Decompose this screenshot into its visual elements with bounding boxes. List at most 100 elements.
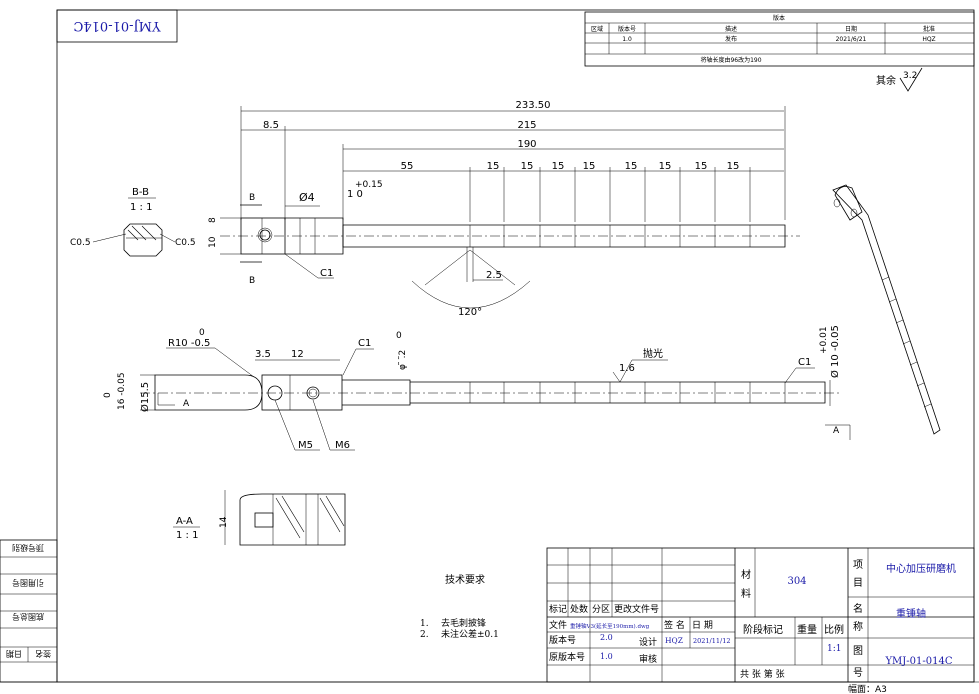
dim-m6: M6 (335, 440, 350, 451)
version-label: 版本号 (549, 634, 576, 646)
dim-c1-right: C1 (798, 357, 811, 368)
bb-c05-right: C0.5 (175, 238, 196, 248)
rev-description: 发布 (725, 35, 737, 43)
rev-header-description: 描述 (725, 25, 737, 33)
drawing-number: YMJ-01-014C (884, 656, 952, 667)
section-mark-a-left: A (183, 399, 190, 409)
dim-spacing-3: 15 (552, 161, 565, 172)
designer: HQZ (665, 636, 683, 645)
orig-version-label: 原版本号 (549, 651, 585, 663)
dim-dia4: Ø4 (299, 191, 315, 204)
dim-12: 12 (291, 349, 304, 360)
review-label: 审核 (639, 653, 657, 665)
title-block: 材 料 304 项 目 中心加压研磨机 名 称 重锤轴 图 号 YMJ-01-0… (546, 547, 975, 694)
dim-dia15-zero: 0 (103, 392, 113, 398)
material-label-2: 料 (741, 587, 751, 600)
file-label: 文件 (549, 619, 567, 631)
aa-dim: 14 (219, 516, 229, 528)
tech-item-1-text: 去毛刺披锋 (441, 617, 486, 629)
material-label-1: 材 (741, 568, 751, 581)
name-label-1: 名 (853, 602, 863, 615)
top-view: 233.50 215 190 8.5 55 15 15 15 15 15 15 … (208, 100, 800, 318)
dim-spacing-2: 15 (521, 161, 534, 172)
dim-dia15: Ø15.5 (139, 382, 151, 412)
drawing-no-label-2: 号 (853, 667, 863, 679)
bb-c05-left: C0.5 (70, 238, 91, 248)
bb-title: B-B (132, 187, 149, 198)
tech-item-2-num: 2. (420, 630, 429, 640)
scale-value: 1:1 (827, 644, 841, 654)
dim-spacing-5: 15 (625, 161, 638, 172)
finish-polish-value: 1.6 (619, 363, 635, 374)
revision-block: 版本 区域 版本号 描述 日期 批准 1.0 发布 2021/6/21 HQZ … (584, 11, 975, 67)
dim-10: 10 (208, 236, 218, 248)
stamp-date: 日期 (6, 649, 22, 658)
stamp-sign: 签名 (35, 649, 51, 659)
dim-overall: 233.50 (516, 100, 551, 111)
revision-title: 版本 (773, 14, 785, 22)
isometric-view (832, 184, 941, 435)
front-view: 0 R10 -0.5 3.5 12 C1 0 φ ̃ .̃2 0 16 -0.0… (103, 325, 851, 451)
hdr-zone: 分区 (592, 604, 610, 615)
dim-tol-lower: 1 0 (347, 189, 363, 200)
side-stamp-column: 顶号级别 引用图号 底图总号 签名 日期 (0, 539, 58, 683)
dim-c1-top: C1 (320, 268, 333, 279)
stamp-level: 顶号级别 (12, 543, 44, 553)
section-mark-b-bottom: B (249, 276, 255, 286)
aa-scale: 1 : 1 (176, 530, 198, 541)
dim-dia10-tol: +0.01 (819, 326, 829, 354)
rev-note: 将轴长度由96改为190 (700, 56, 761, 64)
orig-version-value: 1.0 (600, 652, 613, 661)
weight-label: 重量 (797, 623, 817, 636)
tech-title: 技术要求 (445, 573, 485, 586)
hdr-count: 处数 (570, 603, 588, 615)
aa-title: A-A (176, 516, 193, 527)
flipped-drawing-number: YMJ-01-014C (73, 18, 161, 33)
dim-dia10: Ø 10 -0.05 (829, 325, 841, 378)
dim-55: 55 (401, 161, 414, 172)
dim-phi-small: φ ̃ .̃2 (398, 350, 408, 370)
rev-approver: HQZ (922, 36, 935, 43)
design-label: 设计 (639, 636, 657, 648)
rev-header-zone: 区域 (591, 25, 603, 33)
dim-3-5: 3.5 (255, 349, 271, 360)
stamp-base-no: 底图总号 (12, 612, 44, 622)
finish-polish-label: 抛光 (643, 347, 663, 360)
section-mark-b-top: B (249, 193, 255, 203)
sign-label: 签 名 (664, 619, 685, 631)
dim-190: 190 (517, 139, 536, 150)
project-label-1: 项 (853, 559, 863, 571)
dim-phi-zero: 0 (396, 331, 402, 341)
rev-header-version: 版本号 (618, 25, 636, 33)
dim-dia15-tol: 16 -0.05 (117, 372, 127, 410)
tech-item-1-num: 1. (420, 619, 429, 629)
dim-m5: M5 (298, 440, 313, 451)
hdr-mark: 标记 (549, 603, 567, 615)
dim-r10: R10 -0.5 (168, 338, 210, 349)
dim-8-5: 8.5 (263, 120, 279, 131)
rev-version: 1.0 (622, 36, 632, 43)
rev-date: 2021/6/21 (836, 36, 867, 43)
name-label-2: 称 (853, 620, 863, 633)
dim-spacing-6: 15 (659, 161, 672, 172)
surface-finish-rest: 其余 3.2 (876, 67, 923, 92)
rev-header-date: 日期 (845, 25, 857, 33)
material-value: 304 (787, 576, 806, 587)
dim-spacing-1: 15 (487, 161, 500, 172)
dim-215: 215 (517, 120, 536, 131)
paper-size: 幅面：A3 (848, 683, 887, 694)
dim-groove: 2.5 (486, 270, 502, 281)
stamp-ref-no: 引用图号 (12, 578, 44, 587)
finish-rest-value: 3.2 (903, 71, 917, 81)
part-name: 重锤轴 (896, 607, 926, 620)
project-value: 中心加压研磨机 (886, 562, 956, 575)
dim-8: 8 (208, 217, 218, 223)
dim-spacing-4: 15 (583, 161, 596, 172)
sheet-count: 共 张 第 张 (740, 668, 785, 680)
rev-header-approve: 批准 (923, 25, 935, 33)
dim-spacing-7: 15 (695, 161, 708, 172)
technical-requirements: 技术要求 1. 去毛刺披锋 2. 未注公差±0.1 (420, 573, 499, 640)
scale-label: 比例 (824, 623, 844, 636)
version-value: 2.0 (600, 633, 613, 642)
